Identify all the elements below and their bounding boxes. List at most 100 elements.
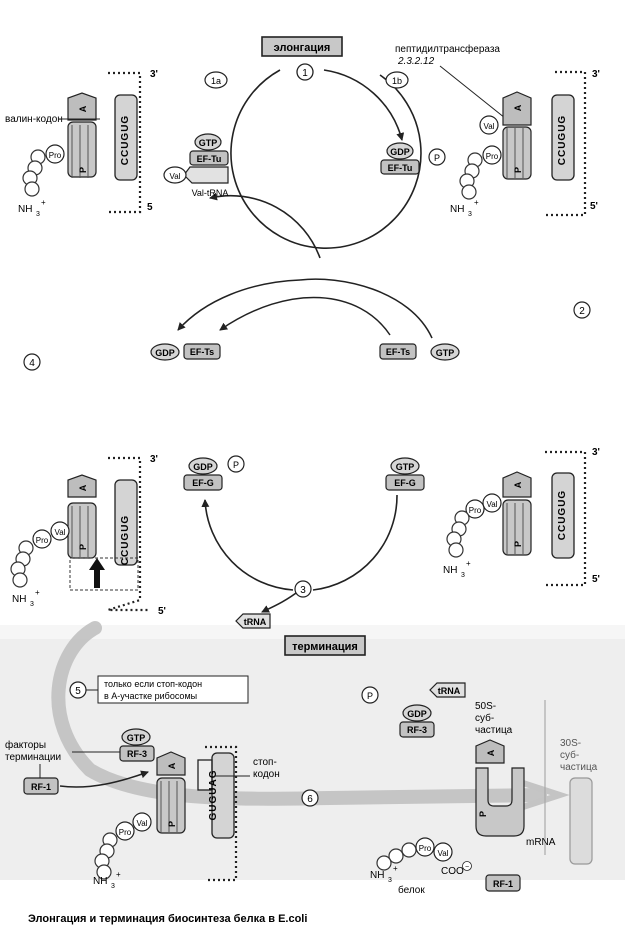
val-label-2: Val xyxy=(484,122,495,131)
ribosome-5-site-a: A xyxy=(167,762,177,769)
val-label-3: Val xyxy=(55,528,66,537)
termination-factors-line-2: терминации xyxy=(5,752,61,763)
val-label-6: Val xyxy=(438,849,449,858)
pro-bead-4 xyxy=(465,499,485,519)
peptide-chain-2 xyxy=(459,152,483,200)
elongation-label: элонгация xyxy=(274,42,331,54)
val-bead-6 xyxy=(433,842,453,862)
trna-release-arrow xyxy=(261,589,301,613)
val-bead-3 xyxy=(50,521,70,541)
gtp-pill-2 xyxy=(430,343,460,361)
nh3-sub-5: 3 xyxy=(111,883,115,890)
cycle-return-arrow xyxy=(209,192,321,259)
codon-ribosome-2: CCUGUG xyxy=(557,115,568,165)
ef-ts-box-2 xyxy=(379,343,417,360)
ribosome-termination xyxy=(156,745,238,882)
step-4-circle xyxy=(23,353,41,371)
pro-label-4: Pro xyxy=(469,506,482,515)
ribosome-4-site-a: A xyxy=(513,481,523,488)
subunit-30s xyxy=(569,777,593,865)
termination-fade xyxy=(0,625,625,639)
step-1a: 1a xyxy=(211,76,221,86)
val-label-4: Val xyxy=(487,500,498,509)
val-label-5: Val xyxy=(137,819,148,828)
ribosome-4-5prime: 5' xyxy=(592,574,600,585)
gdp-label-1: GDP xyxy=(390,147,410,157)
step-1: 1 xyxy=(302,68,308,79)
ef-g-box-1 xyxy=(183,474,223,491)
ef-tu-label-1: EF-Tu xyxy=(197,154,222,164)
subunit-30s-line-2: суб- xyxy=(560,749,579,761)
coo-charge: − xyxy=(465,864,469,871)
peptide-chain-4 xyxy=(446,510,470,558)
gdp-label-2: GDP xyxy=(155,348,175,358)
ef-ts-label-2: EF-Ts xyxy=(386,347,410,357)
pro-label-3: Pro xyxy=(36,536,49,545)
cycle-right-arrow xyxy=(323,69,405,141)
ribosome-2-site-p: P xyxy=(513,167,523,173)
nh3-sub-4: 3 xyxy=(461,572,465,579)
ribosome-5-site-p: P xyxy=(167,821,177,827)
codon-ribosome-4: CCUGUG xyxy=(557,490,568,540)
peptidyltransferase-leader xyxy=(439,65,506,119)
nh3-charge-4: + xyxy=(466,559,471,568)
rf-3-label-2: RF-3 xyxy=(407,725,427,735)
rf-1-box-2 xyxy=(485,874,521,892)
nh3-sub-6: 3 xyxy=(388,877,392,884)
peptide-chain-1 xyxy=(22,149,46,197)
gdp-label-4: GDP xyxy=(407,709,427,719)
pro-label-2: Pro xyxy=(486,152,499,161)
stop-codon-line-1: стоп- xyxy=(253,757,277,768)
figure-caption: Элонгация и терминация биосинтеза белка … xyxy=(28,913,307,925)
ef-ts-label-1: EF-Ts xyxy=(190,347,214,357)
gdp-pill-2 xyxy=(150,343,180,361)
trna-box-2 xyxy=(429,682,466,698)
rf-3-box-1 xyxy=(119,745,155,762)
pro-bead-6 xyxy=(415,837,435,857)
pro-bead-1 xyxy=(45,144,65,164)
step-1a-circle xyxy=(204,71,228,89)
ribosome-1-site-p: P xyxy=(78,167,88,173)
codon-ribosome-5: GUGUAG xyxy=(208,770,219,821)
rf-3-box-2 xyxy=(399,721,435,738)
stop-condition-box xyxy=(97,675,249,704)
ribosome-3-site-p: P xyxy=(78,544,88,550)
gdp-pill-4 xyxy=(402,704,432,722)
nh3-charge-1: + xyxy=(41,198,46,207)
stop-condition-line-1: только если стоп-кодон xyxy=(104,679,202,689)
subunit-30s-line-1: 30S- xyxy=(560,738,581,749)
step-3: 3 xyxy=(300,585,306,596)
peptide-chain-6 xyxy=(376,842,417,871)
step-6-circle xyxy=(301,789,319,807)
ribosome-top-right xyxy=(502,70,587,217)
step-1b-circle xyxy=(385,71,409,89)
phosphate-label-2: P xyxy=(233,460,239,470)
phosphate-label-1: P xyxy=(434,153,440,163)
subunit-50s-line-3: частица xyxy=(475,725,513,736)
step-6: 6 xyxy=(307,794,313,805)
ef-tu-box-1 xyxy=(189,150,229,166)
termination-factors-line-1: факторы xyxy=(5,739,46,751)
pro-label-5: Pro xyxy=(119,828,132,837)
step-5: 5 xyxy=(75,686,81,697)
pro-bead-5 xyxy=(115,821,135,841)
trna-box-1 xyxy=(235,613,271,629)
ribosome-4-site-p: P xyxy=(513,541,523,547)
elongation-label-box xyxy=(261,36,343,57)
ef-g-label-2: EF-G xyxy=(394,478,416,488)
ribosome-3-5prime: 5' xyxy=(158,606,166,617)
termination-label-box xyxy=(284,635,366,656)
subunit-50s-line-2: суб- xyxy=(475,712,494,724)
trna-label-2: tRNA xyxy=(438,686,461,696)
val-bead-1 xyxy=(163,166,187,184)
ribosome-4-3prime: 3' xyxy=(592,447,600,458)
valine-codon-label: валин-кодон xyxy=(5,114,63,125)
ef-ts-arrow-left-2 xyxy=(219,296,391,336)
gtp-label-2: GTP xyxy=(436,348,455,358)
ribosome-1-3prime: 3' xyxy=(150,69,158,80)
trna-shape-1 xyxy=(183,166,229,184)
ribosome-mid-right xyxy=(502,450,587,587)
step-3-circle xyxy=(294,580,312,598)
step-4: 4 xyxy=(29,358,35,369)
